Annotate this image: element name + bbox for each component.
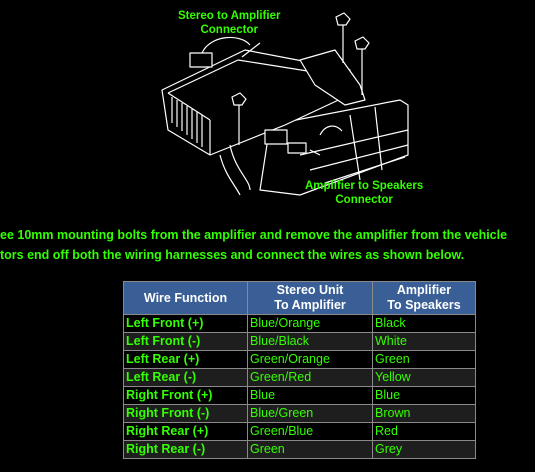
wire-function-cell: Left Rear (-) [123,368,248,387]
wire-function-cell: Right Rear (+) [123,422,248,441]
stereo-wire-cell: Blue/Orange [247,314,373,333]
amplifier-diagram [150,5,410,215]
stereo-wire-cell: Green/Blue [247,422,373,441]
wire-function-cell: Right Front (-) [123,404,248,423]
stereo-wire-cell: Blue/Black [247,332,373,351]
bolt-3 [231,92,247,145]
stereo-wire-cell: Green [247,440,373,459]
wire-function-cell: Left Front (-) [123,332,248,351]
amp-wire-cell: Blue [372,386,476,405]
col-header-line: Wire Function [143,290,228,305]
col-wire-function: Wire Function [123,281,248,315]
callout-top-line2: Connector [200,24,258,36]
stereo-wire-cell: Green/Orange [247,350,373,369]
stereo-wire-cell: Blue/Green [247,404,373,423]
col-amp-to-speakers: Amplifier To Speakers [372,281,476,315]
callout-top-line1: Stereo to Amplifier [178,10,281,22]
col-stereo-to-amp: Stereo Unit To Amplifier [247,281,373,315]
callout-bottom-line1: Amplifier to Speakers [305,180,424,192]
mounting-bracket [259,99,409,196]
wire-function-cell: Right Front (+) [123,386,248,405]
amp-wire-cell: Red [372,422,476,441]
instruction-line-1: ee 10mm mounting bolts from the amplifie… [0,228,508,242]
amp-wire-cell: Yellow [372,368,476,387]
speaker-connector [264,129,288,145]
amp-wire-cell: Black [372,314,476,333]
wire-function-cell: Left Front (+) [123,314,248,333]
amplifier-bracket [299,49,366,106]
bolt-2 [354,36,370,95]
stereo-amp-connector-label: Stereo to Amplifier Connector [178,9,280,37]
stereo-connector [189,52,213,68]
wire-function-cell: Right Rear (-) [123,440,248,459]
callout-bottom-line2: Connector [335,194,393,206]
amp-wire-cell: White [372,332,476,351]
amp-speakers-connector-label: Amplifier to Speakers Connector [305,179,423,207]
instruction-line-2: tors end off both the wiring harnesses a… [0,248,465,262]
col-header-line: Amplifier [396,283,452,297]
amp-wire-cell: Green [372,350,476,369]
col-header-line: To Speakers [387,298,461,312]
amp-wire-cell: Grey [372,440,476,459]
wire-function-cell: Left Rear (+) [123,350,248,369]
heatsink-fins [171,97,203,147]
col-header-line: To Amplifier [274,298,346,312]
wire-table: Wire Function Stereo Unit To Amplifier A… [123,281,476,459]
amplifier-illustration [161,12,409,196]
bolt-1 [335,12,351,63]
table-header-row: Wire Function Stereo Unit To Amplifier A… [123,281,476,315]
stereo-wire-cell: Blue [247,386,373,405]
col-header-line: Stereo Unit [276,283,344,297]
stereo-wire-cell: Green/Red [247,368,373,387]
amp-wire-cell: Brown [372,404,476,423]
